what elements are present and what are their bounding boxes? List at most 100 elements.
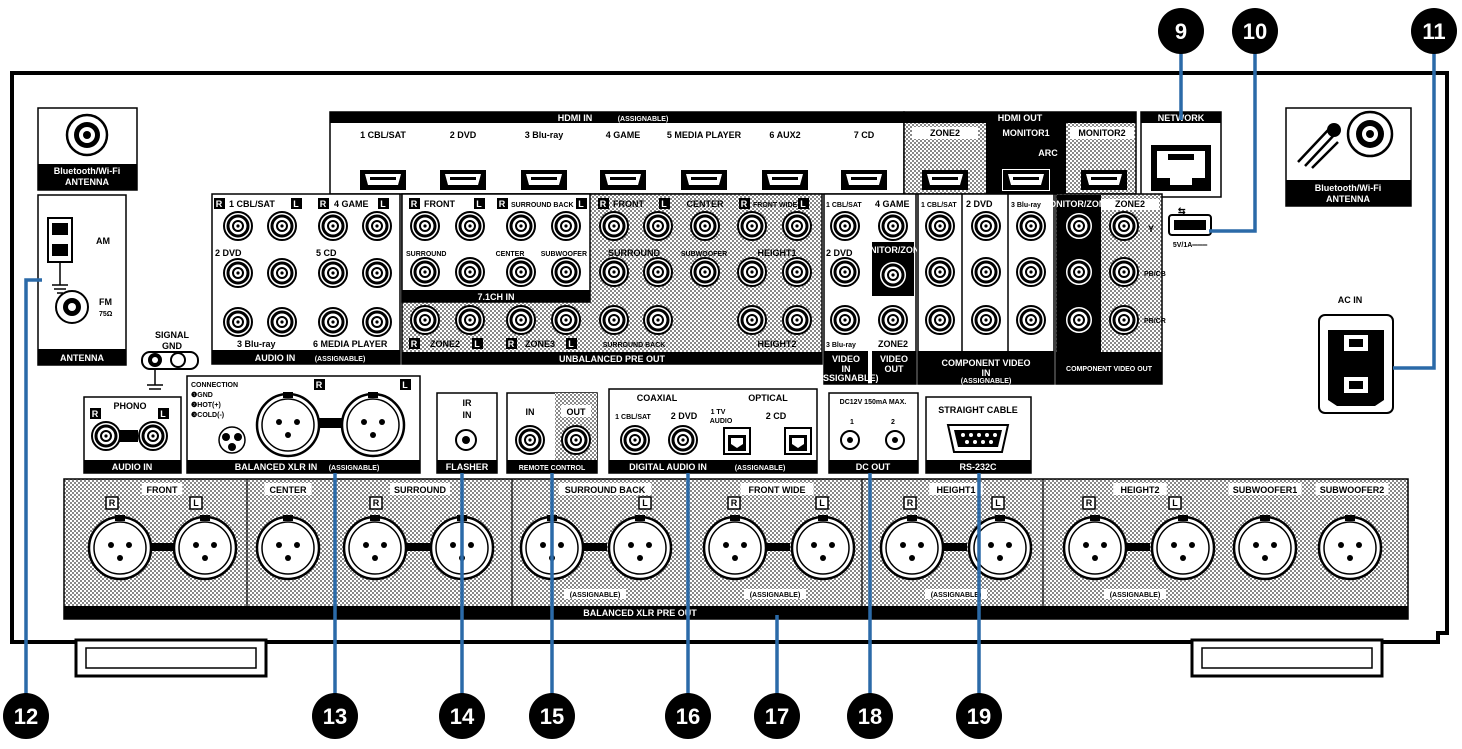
remote-in-label: IN xyxy=(526,407,535,417)
svg-text:R: R xyxy=(320,199,327,209)
hdmi-in-port-4[interactable] xyxy=(600,170,646,190)
video-in-dvd-label: 2 DVD xyxy=(826,248,853,258)
hdmi-out-monitor2-label: MONITOR2 xyxy=(1078,128,1125,138)
xlr-out-jacks[interactable] xyxy=(87,513,1383,581)
signal-gnd-line1: SIGNAL xyxy=(155,330,190,340)
digital-title: DIGITAL AUDIO IN xyxy=(629,462,707,472)
callout-badge-16 xyxy=(665,693,711,739)
xlr-out-jack-7 xyxy=(607,513,673,581)
svg-text:L: L xyxy=(578,199,584,209)
xlr-out-jack-12 xyxy=(1062,513,1128,581)
xlr-out-group-label-2: CENTER xyxy=(269,485,307,495)
flasher-in-label: IN xyxy=(463,410,472,420)
hdmi-out-monitor1-port[interactable] xyxy=(1003,170,1049,190)
svg-text:L: L xyxy=(193,498,199,508)
hdmi-in-port-3[interactable] xyxy=(521,170,567,190)
callout-lines xyxy=(24,43,1436,700)
hdmi-in-port-5[interactable] xyxy=(681,170,727,190)
dc-out-spec: DC12V 150mA MAX. xyxy=(840,399,907,406)
callout-number-11: 11 xyxy=(1422,19,1445,44)
ch71-sb-label: SURROUND BACK xyxy=(511,202,574,209)
hdmi-out-section: HDMI OUT ZONE2 MONITOR1 ARC MONITOR2 xyxy=(903,111,1137,195)
antenna-left-line1: Bluetooth/Wi-Fi xyxy=(54,166,120,176)
hdmi-in-port-2[interactable] xyxy=(440,170,486,190)
hdmi-out-title: HDMI OUT xyxy=(998,113,1043,123)
audio-in-label-5: 5 CD xyxy=(316,248,337,258)
svg-text:L: L xyxy=(800,199,806,209)
pre-out-subwoofer-label: SUBWOOFER xyxy=(681,251,727,258)
hdmi-out-monitor1-label: MONITOR1 xyxy=(1002,128,1049,138)
signal-gnd[interactable]: SIGNAL GND xyxy=(141,330,199,390)
component-in-label-2: 2 DVD xyxy=(966,199,993,209)
digital-cd-label: 2 CD xyxy=(766,411,787,421)
digital-coaxial-label: COAXIAL xyxy=(637,393,678,403)
usb-port[interactable]: ⇆ 5V/1A═══ xyxy=(1168,206,1212,249)
video-out-zone2-label: ZONE2 xyxy=(878,339,908,349)
antenna-left-line2: ANTENNA xyxy=(65,177,109,187)
remote-out-label: OUT xyxy=(567,407,587,417)
flasher-ir-label: IR xyxy=(463,398,473,408)
svg-text:R: R xyxy=(411,339,418,349)
callout-badge-10 xyxy=(1232,8,1278,54)
dc-out-jacks[interactable] xyxy=(840,430,905,450)
svg-text:L: L xyxy=(642,498,648,508)
bluetooth-wifi-antenna-left[interactable]: Bluetooth/Wi-Fi ANTENNA xyxy=(37,107,138,191)
xlr-out-assign-2: (ASSIGNABLE) xyxy=(750,592,801,599)
digital-dvd-label: 2 DVD xyxy=(671,411,698,421)
rs232-port[interactable] xyxy=(946,424,1010,453)
hdmi-out-monitor2-port[interactable] xyxy=(1081,170,1127,190)
audio-in-section: AUDIO IN (ASSIGNABLE) R 1 CBL/SAT L R 4 … xyxy=(211,193,401,365)
hdmi-in-port-1[interactable] xyxy=(360,170,406,190)
callout-number-14: 14 xyxy=(450,704,475,729)
callout-number-15: 15 xyxy=(540,704,564,729)
hdmi-out-zone2-port[interactable] xyxy=(922,170,968,190)
callout-badge-17 xyxy=(754,693,800,739)
callout-badge-9 xyxy=(1158,8,1204,54)
phono-title: PHONO xyxy=(113,401,146,411)
xlr-out-assign-4: (ASSIGNABLE) xyxy=(1110,592,1161,599)
audio-in-label-1: 1 CBL/SAT xyxy=(229,199,275,209)
video-in-cbl-label: 1 CBL/SAT xyxy=(826,202,862,209)
ch71-center-label: CENTER xyxy=(496,251,525,258)
audio-in-assign: (ASSIGNABLE) xyxy=(315,356,366,363)
svg-text:L: L xyxy=(661,199,667,209)
xlr-out-title: BALANCED XLR PRE OUT xyxy=(583,608,697,618)
rs232-section: STRAIGHT CABLE RS-232C xyxy=(925,396,1032,474)
rs232-cable-label: STRAIGHT CABLE xyxy=(938,405,1018,415)
hdmi-in-port-7[interactable] xyxy=(841,170,887,190)
antenna-terminal[interactable]: AM FM 75Ω ANTENNA xyxy=(37,194,127,366)
video-out-title1: VIDEO xyxy=(880,354,908,364)
svg-text:R: R xyxy=(216,199,223,209)
dc-out-section: DC12V 150mA MAX. 1 2 DC OUT xyxy=(828,392,919,474)
ac-inlet[interactable]: AC IN xyxy=(1318,295,1394,414)
xlr-out-group-label-7: HEIGHT2 xyxy=(1120,485,1159,495)
component-in-jacks[interactable] xyxy=(924,210,1047,336)
hdmi-in-port-6[interactable] xyxy=(762,170,808,190)
callout-badge-15 xyxy=(529,693,575,739)
hdmi-out-arc-label: ARC xyxy=(1038,148,1058,158)
svg-text:R: R xyxy=(508,339,515,349)
signal-gnd-line2: GND xyxy=(162,341,183,351)
hdmi-in-label-7: 7 CD xyxy=(854,130,875,140)
callout-badge-14 xyxy=(439,693,485,739)
fm-ohm-label: 75Ω xyxy=(99,311,113,318)
svg-text:L: L xyxy=(476,199,482,209)
svg-text:R: R xyxy=(92,409,99,419)
pre-out-section: UNBALANCED PRE OUT 7.1CH IN R FRONT L R … xyxy=(401,193,823,365)
callout-number-12: 12 xyxy=(14,704,38,729)
flasher-title: FLASHER xyxy=(446,462,489,472)
audio-in-label-6: 6 MEDIA PLAYER xyxy=(313,339,388,349)
video-in-title1: VIDEO xyxy=(832,354,860,364)
xlr-out-jack-2 xyxy=(172,513,238,581)
xlr-out-jack-1 xyxy=(87,513,153,581)
svg-text:L: L xyxy=(380,199,386,209)
callout-badge-18 xyxy=(847,693,893,739)
bluetooth-wifi-antenna-right[interactable]: Bluetooth/Wi-Fi ANTENNA xyxy=(1285,107,1412,207)
antenna-right-line2: ANTENNA xyxy=(1326,194,1370,204)
network-port[interactable]: NETWORK xyxy=(1140,111,1222,198)
callout-number-17: 17 xyxy=(765,704,789,729)
callout-number-18: 18 xyxy=(858,704,882,729)
xlr-out-group-label-1: FRONT xyxy=(147,485,178,495)
